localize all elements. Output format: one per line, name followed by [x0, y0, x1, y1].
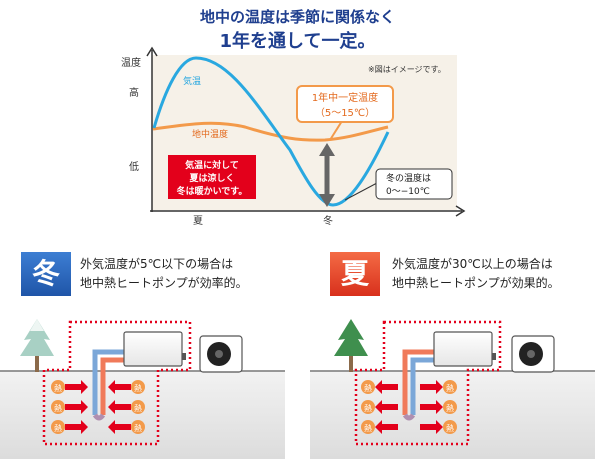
pipe-red — [402, 349, 434, 415]
air-curve-label: 気温 — [183, 75, 201, 87]
effect-line3: 冬は暖かいです。 — [177, 185, 248, 197]
up-arrow-icon — [319, 143, 335, 156]
constant-callout-line1: 1年中一定温度 — [312, 91, 378, 104]
y-high-label: 高 — [129, 86, 139, 99]
winter-badge: 冬 — [21, 252, 71, 296]
svg-text:熱: 熱 — [134, 403, 142, 413]
winter-desc-line2: 地中熱ヒートポンプが効率的。 — [80, 276, 248, 290]
pipe-red — [100, 357, 124, 415]
winter-heat-markers: 熱 熱 熱 熱 熱 熱 — [51, 380, 145, 434]
svg-text:熱: 熱 — [364, 403, 372, 413]
svg-text:熱: 熱 — [134, 383, 142, 393]
winter-temp-line2: 0〜−10℃ — [386, 187, 430, 197]
ground-temperature-curve — [152, 121, 389, 142]
snowy-tree-icon — [20, 319, 54, 372]
constant-callout-line2: （5〜15℃） — [315, 107, 375, 119]
effect-line1: 気温に対して — [185, 159, 239, 171]
pipe-blue — [410, 357, 434, 415]
y-axis-label: 温度 — [121, 56, 141, 69]
svg-text:熱: 熱 — [54, 423, 62, 433]
y-low-label: 低 — [129, 160, 139, 173]
effect-box — [168, 155, 256, 199]
winter-temp-line1: 冬の温度は — [386, 172, 431, 184]
effect-line2: 夏は涼しく — [188, 172, 234, 184]
svg-text:熱: 熱 — [446, 403, 454, 413]
down-arrow-icon — [319, 194, 335, 207]
svg-text:熱: 熱 — [54, 383, 62, 393]
heat-exchange-zone — [42, 320, 192, 446]
svg-text:熱: 熱 — [54, 403, 62, 413]
svg-text:熱: 熱 — [446, 383, 454, 393]
svg-text:熱: 熱 — [134, 423, 142, 433]
headline-line2: 1年を通して一定。 — [219, 31, 376, 52]
summer-heat-markers: 熱 熱 熱 熱 熱 熱 — [361, 380, 457, 434]
summer-scene: 熱 熱 熱 熱 熱 熱 — [310, 319, 595, 459]
svg-text:熱: 熱 — [446, 423, 454, 433]
svg-text:熱: 熱 — [364, 423, 372, 433]
heat-pump-unit — [433, 331, 493, 367]
constant-temperature-callout — [296, 85, 394, 123]
summer-badge: 夏 — [330, 252, 380, 296]
x-winter-label: 冬 — [323, 214, 333, 227]
chart-note: ※図はイメージです。 — [368, 65, 446, 74]
heat-exchange-zone — [354, 320, 502, 446]
summer-desc-line1: 外気温度が30℃以上の場合は — [392, 257, 553, 271]
winter-desc-line1: 外気温度が5℃以下の場合は — [80, 257, 234, 271]
winter-scene: 熱 熱 熱 熱 熱 熱 — [0, 319, 285, 459]
ground-curve-label: 地中温度 — [192, 128, 228, 140]
x-summer-label: 夏 — [193, 215, 203, 227]
winter-description: 外気温度が5℃以下の場合は 地中熱ヒートポンプが効率的。 — [80, 255, 248, 293]
heat-pump-unit — [123, 331, 183, 367]
summer-description: 外気温度が30℃以上の場合は 地中熱ヒートポンプが効果的。 — [392, 255, 560, 293]
headline-line1: 地中の温度は季節に関係なく — [199, 8, 395, 26]
tree-icon — [334, 319, 368, 372]
svg-text:熱: 熱 — [364, 383, 372, 393]
winter-temperature-callout — [375, 168, 453, 200]
summer-desc-line2: 地中熱ヒートポンプが効果的。 — [392, 276, 560, 290]
pipe-blue — [92, 349, 124, 415]
air-temperature-curve — [152, 56, 390, 207]
